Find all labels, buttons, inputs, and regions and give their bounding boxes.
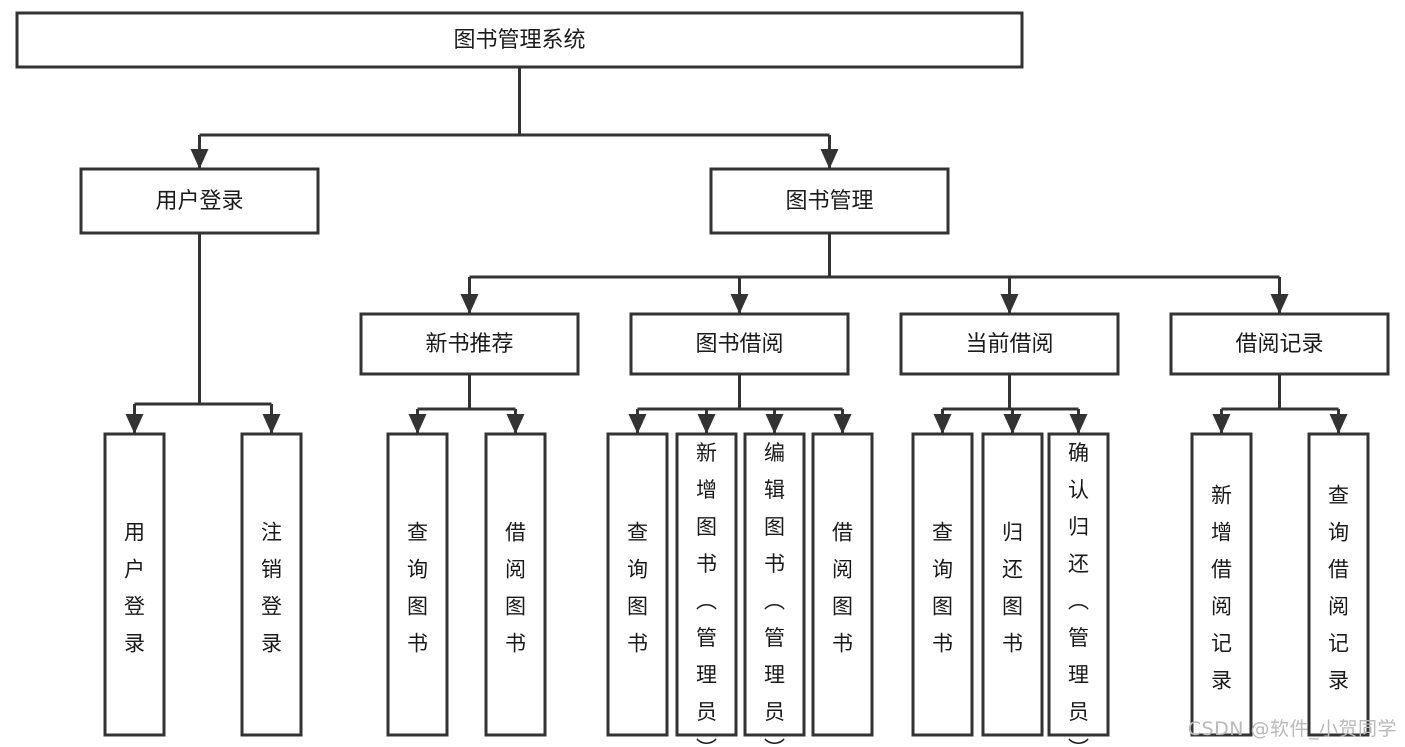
node-box-book-manage xyxy=(709,167,950,235)
arrow-head-icon-book-borrow xyxy=(730,294,749,314)
node-label-leaf-query-book-rec: 查询图书 xyxy=(407,520,428,655)
node-borrow-record[interactable]: 借阅记录 xyxy=(1169,312,1390,376)
node-book-manage[interactable]: 图书管理 xyxy=(709,167,950,235)
node-label-leaf-user-login: 用户登录 xyxy=(124,520,145,655)
node-label-new-book-recommend: 新书推荐 xyxy=(425,332,513,357)
node-leaf-add-borrow-record[interactable]: 新增借阅记录 xyxy=(1190,432,1253,737)
node-boxes: 图书管理系统用户登录图书管理新书推荐图书借阅当前借阅借阅记录用户登录注销登录查询… xyxy=(15,11,1390,747)
node-label-leaf-logout: 注销登录 xyxy=(261,520,282,655)
node-label-leaf-borrow-book: 借阅图书 xyxy=(832,520,853,655)
arrow-head-icon-leaf-confirm-return-admin xyxy=(1069,414,1088,434)
node-new-book-recommend[interactable]: 新书推荐 xyxy=(359,312,580,376)
node-box-user-login xyxy=(79,167,320,235)
arrow-head-icon-leaf-return-book xyxy=(1003,414,1022,434)
node-box-leaf-query-book-rec xyxy=(386,432,449,737)
node-label-book-manage: 图书管理 xyxy=(785,189,873,214)
node-label-leaf-add-borrow-record: 新增借阅记录 xyxy=(1211,483,1232,692)
node-leaf-borrow-book[interactable]: 借阅图书 xyxy=(811,432,874,737)
arrow-head-icon-leaf-query-book-borrow xyxy=(628,414,647,434)
node-label-leaf-borrow-book-rec: 借阅图书 xyxy=(505,520,526,655)
node-leaf-return-book[interactable]: 归还图书 xyxy=(981,432,1044,737)
node-leaf-logout[interactable]: 注销登录 xyxy=(240,432,303,737)
csdn-watermark: CSDN @软件_小贺同学 xyxy=(1187,718,1397,740)
arrow-head-icon-leaf-user-login xyxy=(125,414,144,434)
node-label-leaf-edit-book-admin: 编辑图书︵管理员︶ xyxy=(764,441,785,747)
arrow-head-icon-new-book-recommend xyxy=(460,294,479,314)
node-book-borrow[interactable]: 图书借阅 xyxy=(629,312,850,376)
connector-lines xyxy=(125,67,1348,434)
node-label-leaf-confirm-return-admin: 确认归还︵管理员︶ xyxy=(1068,441,1089,747)
node-box-leaf-return-book xyxy=(981,432,1044,737)
node-box-new-book-recommend xyxy=(359,312,580,376)
node-label-current-borrow: 当前借阅 xyxy=(965,332,1053,357)
node-leaf-query-borrow-record[interactable]: 查询借阅记录 xyxy=(1307,432,1370,737)
arrow-head-icon-borrow-record xyxy=(1270,294,1289,314)
node-box-leaf-borrow-book xyxy=(811,432,874,737)
node-leaf-query-book-rec[interactable]: 查询图书 xyxy=(386,432,449,737)
node-box-borrow-record xyxy=(1169,312,1390,376)
node-label-borrow-record: 借阅记录 xyxy=(1235,332,1323,357)
node-box-leaf-query-book-borrow xyxy=(606,432,669,737)
node-label-leaf-query-book-borrow: 查询图书 xyxy=(627,520,648,655)
node-label-leaf-return-book: 归还图书 xyxy=(1002,520,1023,655)
node-label-book-borrow: 图书借阅 xyxy=(695,332,783,357)
node-label-user-login: 用户登录 xyxy=(155,189,243,214)
node-undefined[interactable]: 图书管理系统 xyxy=(15,11,1024,69)
arrow-head-icon-leaf-borrow-book xyxy=(833,414,852,434)
node-box-leaf-logout xyxy=(240,432,303,737)
node-box-leaf-user-login xyxy=(103,432,166,737)
node-box-leaf-query-book-current xyxy=(911,432,974,737)
node-current-borrow[interactable]: 当前借阅 xyxy=(899,312,1120,376)
arrow-head-icon-leaf-query-book-rec xyxy=(408,414,427,434)
node-label-undefined: 图书管理系统 xyxy=(453,28,585,53)
arrow-head-icon-book-manage xyxy=(820,149,839,169)
node-box-leaf-confirm-return-admin xyxy=(1047,432,1110,737)
node-leaf-borrow-book-rec[interactable]: 借阅图书 xyxy=(484,432,547,737)
node-label-leaf-query-book-current: 查询图书 xyxy=(932,520,953,655)
node-label-leaf-query-borrow-record: 查询借阅记录 xyxy=(1328,483,1349,692)
node-box-leaf-add-borrow-record xyxy=(1190,432,1253,737)
node-leaf-confirm-return-admin[interactable]: 确认归还︵管理员︶ xyxy=(1047,432,1110,747)
node-box-leaf-borrow-book-rec xyxy=(484,432,547,737)
node-leaf-user-login[interactable]: 用户登录 xyxy=(103,432,166,737)
node-leaf-edit-book-admin[interactable]: 编辑图书︵管理员︶ xyxy=(743,432,806,747)
node-box-leaf-add-book-admin xyxy=(675,432,738,737)
arrow-head-icon-leaf-borrow-book-rec xyxy=(506,414,525,434)
node-label-leaf-add-book-admin: 新增图书︵管理员︶ xyxy=(696,441,717,747)
arrow-head-icon-leaf-query-book-current xyxy=(933,414,952,434)
node-user-login[interactable]: 用户登录 xyxy=(79,167,320,235)
node-leaf-query-book-current[interactable]: 查询图书 xyxy=(911,432,974,737)
node-box-current-borrow xyxy=(899,312,1120,376)
node-leaf-add-book-admin[interactable]: 新增图书︵管理员︶ xyxy=(675,432,738,747)
arrow-head-icon-leaf-edit-book-admin xyxy=(765,414,784,434)
arrow-head-icon-user-login xyxy=(190,149,209,169)
arrow-head-icon-leaf-add-borrow-record xyxy=(1212,414,1231,434)
node-box-book-borrow xyxy=(629,312,850,376)
node-box-leaf-edit-book-admin xyxy=(743,432,806,737)
node-leaf-query-book-borrow[interactable]: 查询图书 xyxy=(606,432,669,737)
node-box-undefined xyxy=(15,11,1024,69)
arrow-head-icon-leaf-add-book-admin xyxy=(697,414,716,434)
arrow-head-icon-leaf-logout xyxy=(262,414,281,434)
arrow-head-icon-current-borrow xyxy=(1000,294,1019,314)
node-box-leaf-query-borrow-record xyxy=(1307,432,1370,737)
arrow-head-icon-leaf-query-borrow-record xyxy=(1329,414,1348,434)
